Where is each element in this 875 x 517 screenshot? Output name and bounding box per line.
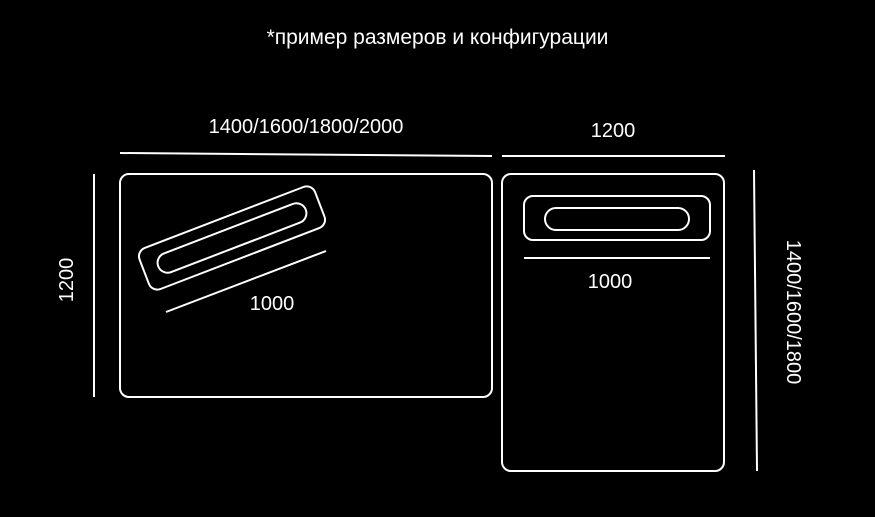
right-lamp-inner [544, 207, 690, 231]
left-width-dimension-line [119, 152, 493, 157]
left-lamp-inner [156, 202, 308, 274]
right-height-dimension-line [753, 169, 758, 472]
right-panel-outline [501, 173, 725, 472]
left-width-label: 1400/1600/1800/2000 [208, 116, 404, 138]
right-lamp-outer [523, 195, 711, 241]
left-panel-outline [119, 173, 493, 398]
right-width-label: 1200 [590, 120, 636, 142]
right-height-label: 1400/1600/1800 [782, 239, 804, 385]
left-lamp-dimension-line [165, 250, 327, 313]
left-lamp-length-label: 1000 [249, 293, 295, 315]
caption-text: *пример размеров и конфигурации [266, 26, 609, 49]
left-lamp [137, 185, 327, 291]
left-height-label: 1200 [56, 257, 78, 303]
right-lamp-length-label: 1000 [587, 271, 633, 293]
left-lamp-outer [137, 185, 327, 291]
